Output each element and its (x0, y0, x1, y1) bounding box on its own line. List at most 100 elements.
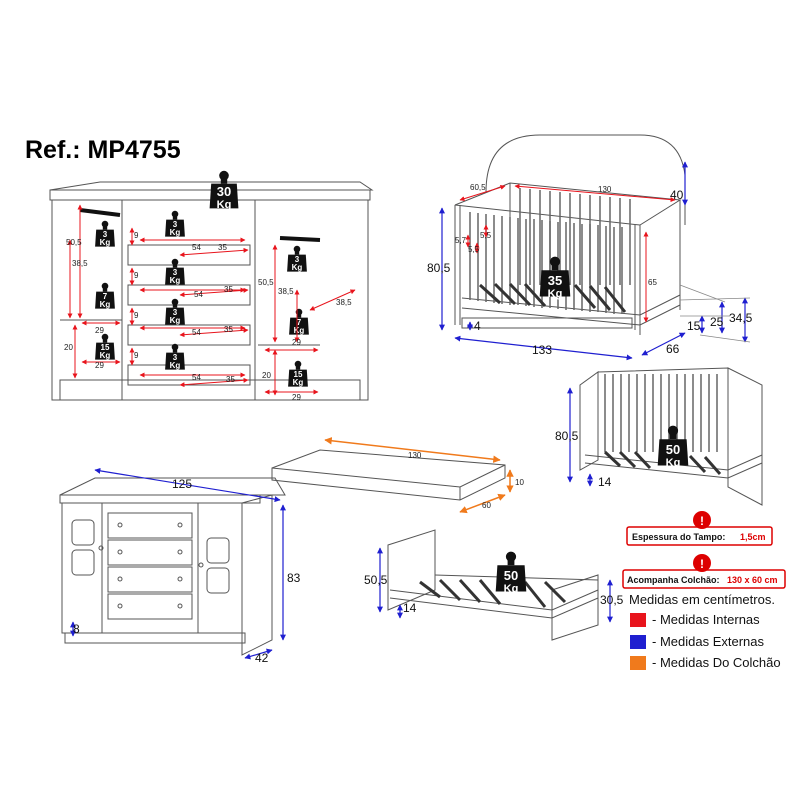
dim-label: 14 (598, 475, 612, 489)
weight-icon-drawer-1: 3 Kg (165, 210, 185, 237)
dim-label: 20 (64, 343, 73, 352)
dim-label: 35 (226, 375, 235, 384)
weight-icon-bed: 50 Kg (495, 551, 527, 595)
svg-text:3: 3 (295, 255, 300, 264)
svg-text:30: 30 (217, 184, 231, 199)
svg-text:Kg: Kg (294, 326, 305, 335)
dim-label: 35 (224, 285, 233, 294)
dim-label: 9 (134, 271, 139, 280)
dim-label: 83 (287, 571, 301, 585)
weight-icon-crib: 35 Kg (539, 256, 571, 300)
dim-label: 40 (670, 188, 684, 202)
dim-label: 50,5 (258, 278, 274, 287)
dim-label: 25 (710, 315, 724, 329)
svg-text:15: 15 (294, 370, 303, 379)
dim-label: 38,5 (336, 298, 352, 307)
svg-text:3: 3 (173, 268, 178, 277)
dim-label: 5,5 (480, 231, 492, 240)
dim-label: 130 (408, 451, 422, 460)
dim-label: 60 (482, 501, 491, 510)
dim-line (641, 332, 686, 356)
weight-icon-top: 30 Kg (209, 170, 239, 211)
svg-text:50: 50 (504, 568, 518, 583)
svg-text:Kg: Kg (170, 228, 181, 237)
note-tampo: ! Espessura do Tampo: 1,5cm (626, 511, 773, 546)
legend-title: Medidas em centímetros. (629, 592, 775, 607)
svg-text:Kg: Kg (100, 238, 111, 247)
weight-icon-left-upper: 3 Kg (95, 220, 115, 247)
weight-icon-left-mid: 7 Kg (95, 282, 115, 309)
dim-label: 54 (192, 373, 201, 382)
weight-icon-drawer-3: 3 Kg (165, 298, 185, 325)
dim-label: 54 (194, 290, 203, 299)
dim-label: 14 (403, 601, 417, 615)
dresser-closed-view (59, 477, 286, 656)
svg-text:Acompanha Colchão:: Acompanha Colchão: (627, 575, 720, 585)
dim-line (179, 287, 249, 298)
dim-label: 42 (255, 651, 269, 665)
legend: Medidas em centímetros. - Medidas Intern… (629, 592, 781, 670)
dim-label: 29 (292, 338, 301, 347)
dim-label: 54 (192, 328, 201, 337)
dim-line (244, 648, 273, 660)
dim-label: 125 (172, 477, 192, 491)
dim-label: 29 (292, 393, 301, 402)
dim-label: 29 (95, 361, 104, 370)
dim-label: 8 (73, 622, 80, 636)
dim-label: 30,5 (600, 593, 624, 607)
legend-swatch-external (630, 635, 646, 649)
dim-line (454, 335, 633, 361)
weight-icon-drawer-2: 3 Kg (165, 258, 185, 285)
svg-text:3: 3 (173, 308, 178, 317)
svg-text:Kg: Kg (292, 263, 303, 272)
weight-icon-left-low: 15 Kg (95, 333, 115, 360)
dim-line (94, 467, 281, 503)
svg-text:7: 7 (103, 292, 108, 301)
dim-label: 20 (262, 371, 271, 380)
svg-text:35: 35 (548, 273, 562, 288)
dim-line (179, 327, 249, 338)
svg-text:50: 50 (666, 442, 680, 457)
dim-label: 15 (687, 319, 701, 333)
daybed-base-slats (603, 450, 722, 475)
dim-label: 34,5 (729, 311, 753, 325)
dim-line (459, 493, 506, 514)
daybed-slats (604, 374, 718, 452)
dim-label: 5,7 (455, 236, 467, 245)
svg-text:!: ! (700, 514, 704, 528)
svg-text:Kg: Kg (170, 316, 181, 325)
svg-text:Espessura do Tampo:: Espessura do Tampo: (632, 532, 725, 542)
svg-text:Kg: Kg (666, 457, 681, 469)
weight-icon-daybed: 50 Kg (657, 425, 689, 469)
svg-text:1,5cm: 1,5cm (740, 532, 766, 542)
dim-label: 9 (134, 311, 139, 320)
dim-label: 66 (666, 342, 680, 356)
dim-line (514, 183, 676, 203)
legend-item-external: - Medidas Externas (652, 634, 764, 649)
svg-text:Kg: Kg (293, 378, 304, 387)
daybed-view (579, 367, 763, 506)
dim-label: 80,5 (427, 261, 451, 275)
note-colchao: ! Acompanha Colchão: 130 x 60 cm (622, 554, 786, 589)
svg-text:Kg: Kg (170, 276, 181, 285)
dim-line (179, 377, 249, 388)
dim-label: 80,5 (555, 429, 579, 443)
dim-label: 38,5 (278, 287, 294, 296)
svg-text:Kg: Kg (100, 351, 111, 360)
svg-text:130 x 60 cm: 130 x 60 cm (727, 575, 778, 585)
dim-label: 35 (224, 325, 233, 334)
svg-text:Kg: Kg (100, 300, 111, 309)
dim-label: 29 (95, 326, 104, 335)
svg-text:Kg: Kg (504, 583, 519, 595)
dim-label: 133 (532, 343, 552, 357)
dim-label: 9 (134, 351, 139, 360)
legend-item-internal: - Medidas Internas (652, 612, 760, 627)
svg-text:15: 15 (101, 343, 110, 352)
dresser-open-view (49, 181, 374, 401)
legend-swatch-mattress (630, 656, 646, 670)
bed-base-slats (419, 578, 567, 608)
dim-line (309, 289, 356, 311)
dim-label: 50,5 (364, 573, 388, 587)
bed-view (387, 529, 599, 641)
